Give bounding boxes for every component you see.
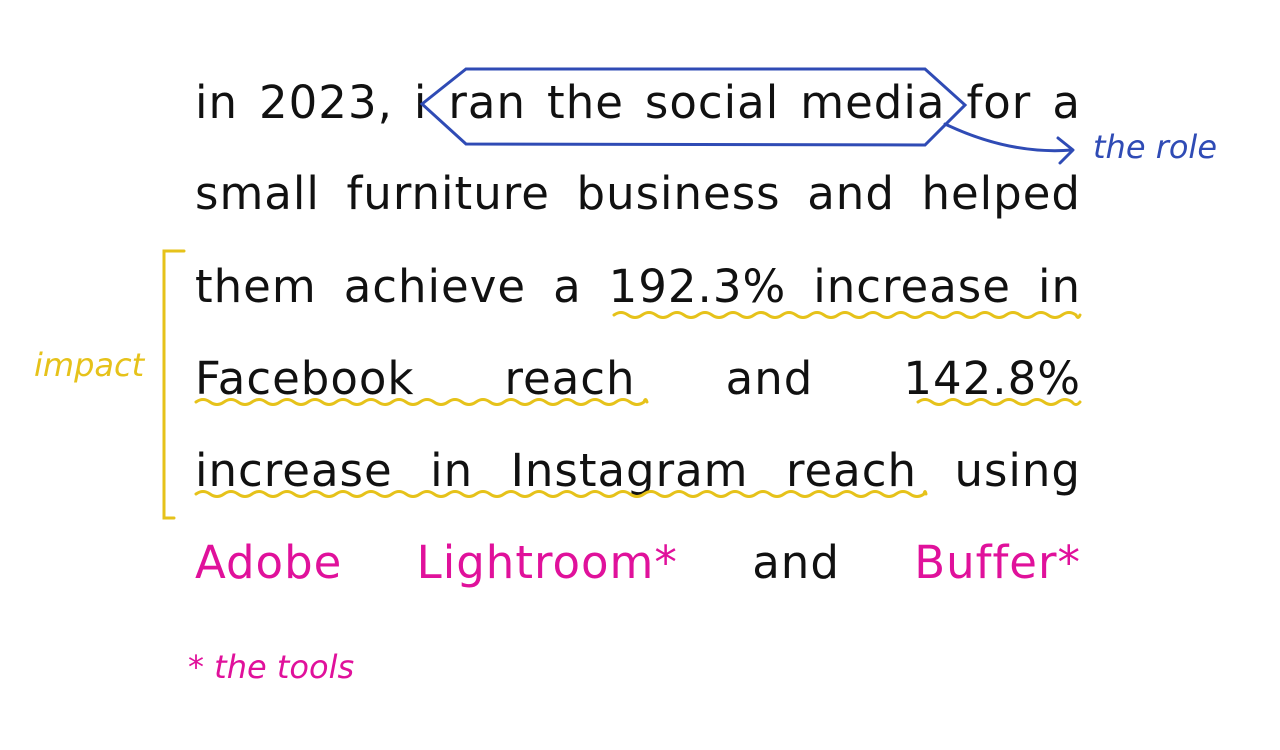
- word: in: [430, 443, 474, 497]
- word: for: [966, 75, 1032, 129]
- wavy-underline-icon: [194, 490, 928, 498]
- word: reach: [504, 351, 636, 405]
- word: using: [954, 443, 1081, 497]
- word: achieve: [343, 259, 527, 313]
- arrowhead-icon: [1056, 136, 1075, 165]
- word: helped: [921, 166, 1081, 220]
- word: and: [725, 351, 814, 405]
- wavy-underline-icon: [612, 311, 1082, 319]
- word: and: [752, 535, 840, 589]
- word: 142.8%: [903, 351, 1081, 405]
- word: ran: [448, 75, 527, 129]
- word: reach: [785, 443, 917, 497]
- bracket-icon: [162, 249, 186, 520]
- word: increase: [813, 259, 1011, 313]
- hexagon-highlight-icon: [419, 67, 968, 147]
- word: social: [644, 75, 780, 129]
- word: Facebook: [195, 351, 415, 405]
- word: and: [807, 166, 895, 220]
- impact-annotation: impact: [34, 346, 145, 384]
- word: small: [195, 166, 320, 220]
- word: a: [553, 259, 582, 313]
- word: Lightroom*: [416, 535, 678, 589]
- word: in: [1037, 259, 1081, 313]
- word: i: [413, 75, 428, 129]
- text-line: Facebook reach and 142.8%: [195, 348, 1081, 408]
- word: increase: [195, 443, 393, 497]
- text-line: small furniture business and helped: [195, 163, 1081, 223]
- word: Adobe: [195, 535, 343, 589]
- word: furniture: [346, 166, 550, 220]
- word: in: [195, 75, 239, 129]
- word: media: [800, 75, 946, 129]
- tools-annotation: * the tools: [188, 648, 355, 686]
- word: Instagram: [510, 443, 749, 497]
- word: 2023,: [259, 75, 393, 129]
- text-line: increase in Instagram reach using: [195, 440, 1081, 500]
- role-annotation: the role: [1093, 128, 1217, 166]
- word: the: [547, 75, 624, 129]
- word: a: [1052, 75, 1081, 129]
- text-line: Adobe Lightroom* and Buffer*: [195, 532, 1081, 592]
- word: Buffer*: [914, 535, 1081, 589]
- text-line: them achieve a 192.3% increase in: [195, 256, 1081, 316]
- wavy-underline-icon: [916, 398, 1082, 406]
- word: them: [195, 259, 317, 313]
- word: business: [576, 166, 781, 220]
- word: 192.3%: [608, 259, 787, 313]
- wavy-underline-icon: [194, 398, 649, 406]
- curved-arrow-icon: [943, 122, 1074, 153]
